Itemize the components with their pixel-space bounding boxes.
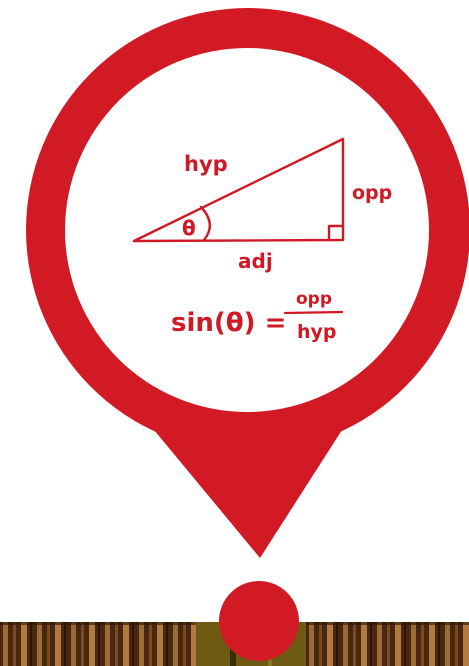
sine-formula: sin(θ) = opp hyp xyxy=(171,289,344,343)
right-triangle xyxy=(132,137,345,243)
formula-numerator: opp xyxy=(296,289,332,309)
angle-arc xyxy=(199,205,211,242)
label-angle-theta: θ xyxy=(182,216,196,240)
map-pin-icon xyxy=(26,8,469,661)
triangle-outline xyxy=(132,137,345,243)
fraction-bar xyxy=(283,310,344,315)
formula-lhs: sin(θ) = xyxy=(171,308,286,338)
right-angle-marker xyxy=(327,224,345,242)
label-adjacent: adj xyxy=(238,249,273,273)
label-hypotenuse: hyp xyxy=(184,152,228,176)
pin-inner-circle xyxy=(65,48,429,412)
label-opposite: opp xyxy=(352,182,392,204)
formula-denominator: hyp xyxy=(297,321,337,343)
pin-anchor-dot xyxy=(219,581,299,661)
